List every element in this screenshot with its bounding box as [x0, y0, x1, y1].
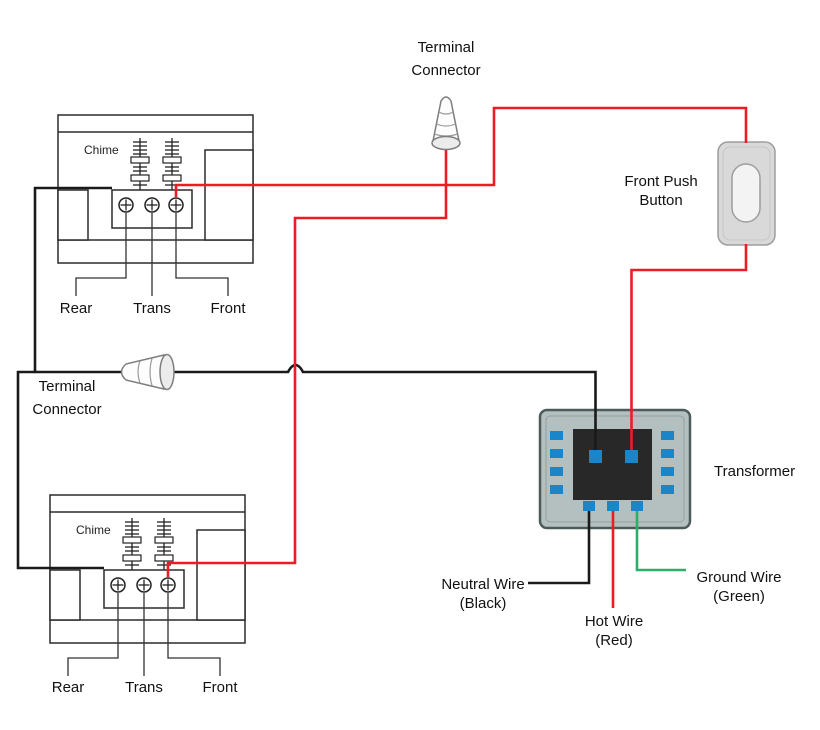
- chime-bottom-label: Chime: [76, 523, 111, 537]
- wire-nut-ridge: [438, 111, 454, 115]
- transformer-terminal: [550, 449, 563, 458]
- transformer-unit: [538, 408, 692, 530]
- neutral-wire-label: Neutral Wire (Black): [441, 575, 524, 613]
- neutral-wire: [528, 506, 591, 585]
- black-wire-top-chime-to-connector: [33, 186, 122, 374]
- chime-top-terminal-label-trans: Trans: [133, 300, 171, 317]
- transformer-terminal: [661, 467, 674, 476]
- ground-wire-label: Ground Wire (Green): [696, 568, 781, 606]
- label-line: Terminal: [417, 39, 475, 56]
- transformer-terminals: [550, 431, 674, 511]
- label-line: Terminal: [38, 378, 96, 395]
- transformer-plate-inner-line: [545, 415, 685, 523]
- label-line: (Green): [713, 588, 765, 605]
- front-push-button-unit: [717, 141, 776, 246]
- transformer-terminal: [661, 485, 674, 494]
- black-wire-connector-to-bottom-chime: [16, 370, 104, 570]
- hot-wire-label: Hot Wire (Red): [585, 612, 643, 650]
- chime-top-terminal-label-front: Front: [210, 300, 246, 317]
- wire-nut-ridge: [436, 123, 456, 127]
- terminal-connector-top-nut: [431, 96, 461, 151]
- transformer-input-terminal: [589, 450, 602, 463]
- label-line: (Red): [595, 632, 633, 649]
- transformer-terminal: [661, 431, 674, 440]
- wire-nut-ridge: [149, 358, 153, 386]
- terminal-connector-left-nut: [120, 353, 175, 391]
- label-line: Connector: [32, 401, 102, 418]
- transformer-terminal: [550, 467, 563, 476]
- transformer-terminal: [550, 431, 563, 440]
- label-line: Neutral Wire: [441, 576, 525, 593]
- red-wire-top-chime-to-button: [174, 106, 748, 197]
- red-wire-connector-to-bottom-chime: [166, 149, 448, 577]
- wire-nut-base: [431, 135, 461, 151]
- label-line: Connector: [411, 62, 481, 79]
- black-wires: [16, 186, 597, 585]
- wire-nut-cone: [120, 354, 165, 390]
- chime-bottom-terminal-label-front: Front: [202, 679, 238, 696]
- front-push-button-label: Front Push Button: [624, 172, 697, 210]
- terminal-connector-top-label: Terminal Connector: [411, 36, 480, 82]
- ground-wire: [635, 506, 686, 572]
- chime-bottom-terminal-label-rear: Rear: [51, 679, 85, 696]
- transformer-terminal: [661, 449, 674, 458]
- transformer-body: [573, 429, 652, 500]
- terminal-connector-left-label: Terminal Connector: [32, 375, 101, 421]
- wire-nut-ridge: [137, 360, 141, 384]
- transformer-input-terminal: [625, 450, 638, 463]
- label-line: Hot Wire: [584, 613, 644, 630]
- wire-nut-base: [159, 353, 175, 391]
- transformer-label: Transformer: [714, 463, 796, 480]
- label-line: Button: [639, 192, 683, 209]
- wire-nut-cone: [432, 96, 460, 142]
- chime-top-label: Chime: [84, 143, 119, 157]
- chime-bottom-terminal-label-trans: Trans: [125, 679, 163, 696]
- push-button-button: [731, 163, 761, 223]
- transformer-terminal: [550, 485, 563, 494]
- push-button-plate-inner-line: [722, 146, 771, 241]
- transformer-line-terminal: [631, 501, 643, 511]
- red-wire-button-to-transformer: [630, 244, 748, 452]
- chime-top-terminal-label-rear: Rear: [59, 300, 93, 317]
- black-wire-connector-to-transformer: [170, 363, 597, 452]
- green-wires: [635, 506, 686, 572]
- red-wires: [166, 106, 748, 608]
- label-line: Ground Wire: [696, 569, 782, 586]
- label-line: (Black): [459, 595, 507, 612]
- transformer-line-terminal: [607, 501, 619, 511]
- transformer-line-terminal: [583, 501, 595, 511]
- label-line: Front Push: [624, 173, 698, 190]
